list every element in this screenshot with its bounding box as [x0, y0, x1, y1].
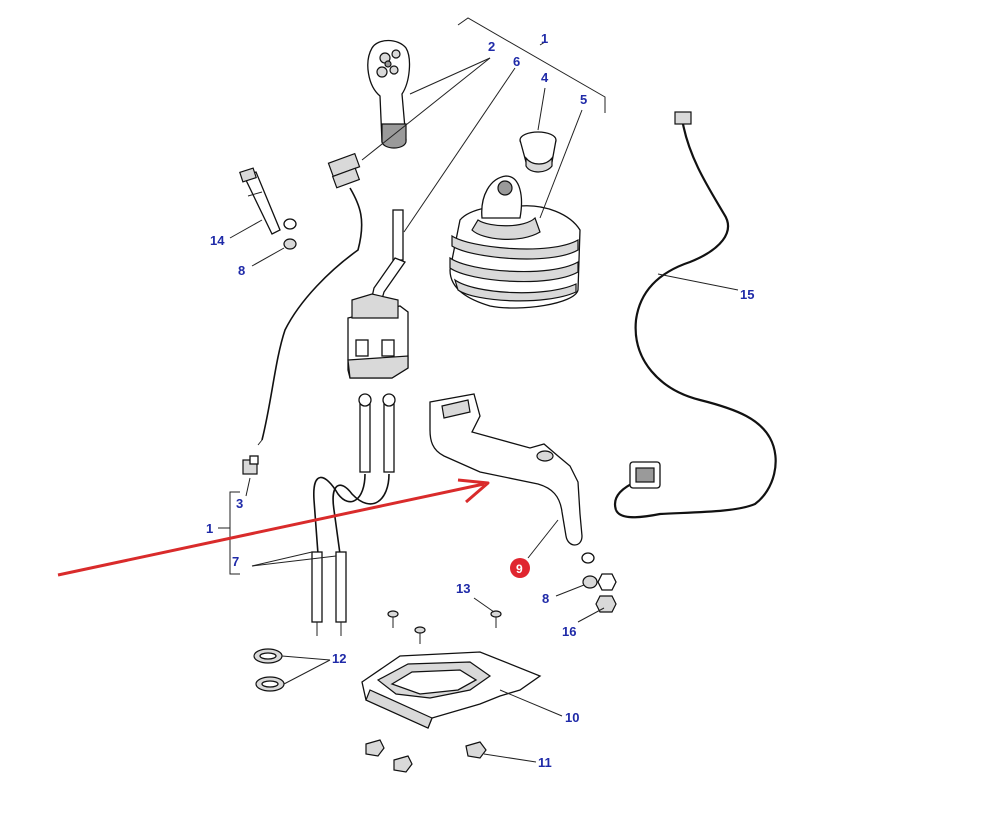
highlight-arrow: [57, 478, 490, 577]
screws: [387, 610, 502, 644]
callout-7: 7: [232, 554, 239, 569]
pilot-cables: [311, 393, 396, 636]
highlight-marker: [510, 558, 530, 578]
connector-3: [242, 455, 259, 475]
callout-2: 2: [488, 39, 495, 54]
bolt: [239, 167, 281, 235]
handle-connector: [327, 152, 361, 189]
callout-4: 4: [541, 70, 549, 85]
callout-1-left: 1: [206, 521, 213, 536]
grommet: [519, 131, 557, 173]
washer-top: [283, 218, 297, 230]
callout-10: 10: [565, 710, 579, 725]
callout-11: 11: [538, 755, 552, 770]
joystick-handle: [367, 39, 411, 149]
wiring-harness: [613, 111, 777, 519]
callout-14: 14: [210, 233, 225, 248]
callout-9: 9: [516, 562, 523, 576]
group-1-bracket-left: [218, 491, 240, 575]
clips: [253, 648, 285, 692]
mounting-bracket: [429, 393, 583, 546]
group-1-bracket-top: [457, 17, 606, 113]
callout-16: 16: [562, 624, 576, 639]
callout-8-top: 8: [238, 263, 245, 278]
washer-8-right: [582, 575, 598, 589]
nut-16: [595, 595, 617, 613]
clip-nuts: [365, 739, 487, 773]
callout-6: 6: [513, 54, 520, 69]
washer-right-a: [581, 552, 595, 564]
control-lever: [369, 209, 407, 307]
callout-1-top: 1: [541, 31, 548, 46]
nut-top: [597, 573, 617, 591]
callout-13: 13: [456, 581, 470, 596]
rubber-boot: [449, 175, 581, 309]
callout-8-right: 8: [542, 591, 549, 606]
callout-15: 15: [740, 287, 754, 302]
callout-5: 5: [580, 92, 587, 107]
valve-block: [347, 293, 409, 379]
washer-8-top: [283, 238, 297, 250]
callout-12: 12: [332, 651, 346, 666]
callout-3: 3: [236, 496, 243, 511]
console-cover: [361, 651, 542, 729]
